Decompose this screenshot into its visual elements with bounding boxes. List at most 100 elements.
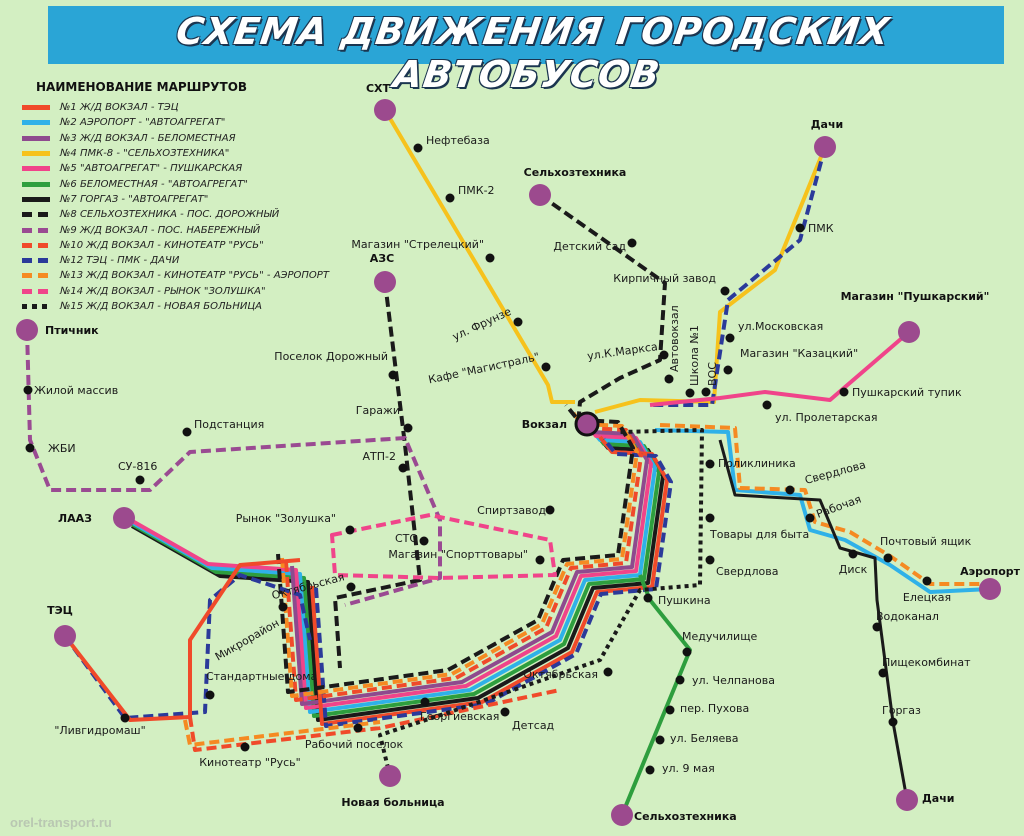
stop-dot[interactable] <box>135 475 145 485</box>
stop-dot[interactable] <box>627 238 637 248</box>
stop-dot[interactable] <box>922 576 932 586</box>
terminal-icon[interactable] <box>898 321 920 343</box>
terminal-icon[interactable] <box>16 319 38 341</box>
stop-dot[interactable] <box>346 582 356 592</box>
stop-dot[interactable] <box>445 193 455 203</box>
terminal-label: Вокзал <box>522 418 567 431</box>
terminal-label: Сельхозтехника <box>524 166 627 179</box>
route-swatch <box>22 212 50 218</box>
route-line <box>310 435 669 726</box>
stop-label: Почтовый ящик <box>880 535 972 548</box>
route-line <box>63 558 301 722</box>
terminal-label: Птичник <box>45 324 99 337</box>
route-line <box>649 330 911 407</box>
terminal-icon[interactable] <box>896 789 918 811</box>
legend-item: №7 ГОРГАЗ - "АВТОАГРЕГАТ" <box>22 192 322 207</box>
legend-item: №12 ТЭЦ - ПМК - ДАЧИ <box>22 253 322 268</box>
stop-dot[interactable] <box>785 485 795 495</box>
terminal-icon[interactable] <box>379 765 401 787</box>
stop-dot[interactable] <box>513 317 523 327</box>
stop-dot[interactable] <box>888 717 898 727</box>
stop-dot[interactable] <box>420 697 430 707</box>
terminal-icon[interactable] <box>374 271 396 293</box>
legend-label: №12 ТЭЦ - ПМК - ДАЧИ <box>60 255 180 267</box>
legend-label: №2 АЭРОПОРТ - "АВТОАГРЕГАТ" <box>60 117 226 129</box>
route-line <box>280 407 639 698</box>
stop-dot[interactable] <box>535 555 545 565</box>
stop-dot[interactable] <box>659 350 669 360</box>
stop-dot[interactable] <box>839 387 849 397</box>
stop-dot[interactable] <box>205 690 215 700</box>
stop-dot[interactable] <box>705 459 715 469</box>
stop-dot[interactable] <box>705 555 715 565</box>
stop-label: Поселок Дорожный <box>274 350 388 363</box>
stop-label: Магазин "Стрелецкий" <box>351 238 484 251</box>
stop-dot[interactable] <box>278 602 288 612</box>
stop-dot[interactable] <box>701 387 711 397</box>
stop-label: Микрорайон <box>213 616 282 663</box>
legend-label: №6 БЕЛОМЕСТНАЯ - "АВТОАГРЕГАТ" <box>60 178 248 190</box>
stop-dot[interactable] <box>403 423 413 433</box>
legend-item: №5 "АВТОАГРЕГАТ" - ПУШКАРСКАЯ <box>22 161 322 176</box>
stop-dot[interactable] <box>665 705 675 715</box>
stop-dot[interactable] <box>541 362 551 372</box>
stop-dot[interactable] <box>500 707 510 717</box>
stop-dot[interactable] <box>723 365 733 375</box>
terminal-icon[interactable] <box>814 136 836 158</box>
stop-dot[interactable] <box>655 735 665 745</box>
routes-layer <box>25 108 991 816</box>
terminal-icon[interactable] <box>54 625 76 647</box>
route-line <box>284 411 643 702</box>
stop-dot[interactable] <box>664 374 674 384</box>
stop-dot[interactable] <box>345 525 355 535</box>
legend-item: №2 АЭРОПОРТ - "АВТОАГРЕГАТ" <box>22 115 322 130</box>
stop-dot[interactable] <box>878 668 888 678</box>
stop-dot[interactable] <box>353 723 363 733</box>
stop-dot[interactable] <box>872 622 882 632</box>
stop-dot[interactable] <box>762 400 772 410</box>
terminal-icon[interactable] <box>529 184 551 206</box>
legend-item: №6 БЕЛОМЕСТНАЯ - "АВТОАГРЕГАТ" <box>22 176 322 191</box>
terminal-icon[interactable] <box>979 578 1001 600</box>
stop-label: СТО <box>395 532 418 545</box>
stop-label: Школа №1 <box>688 325 701 386</box>
stop-dot[interactable] <box>120 713 130 723</box>
stop-label: Магазин "Казацкий" <box>740 347 858 360</box>
stop-dot[interactable] <box>419 536 429 546</box>
route-line <box>718 439 909 801</box>
stop-dot[interactable] <box>675 675 685 685</box>
terminal-icon[interactable] <box>113 507 135 529</box>
stop-label: ул. 9 мая <box>662 762 715 775</box>
stop-dot[interactable] <box>805 513 815 523</box>
stop-dot[interactable] <box>685 388 695 398</box>
stop-dot[interactable] <box>603 667 613 677</box>
stop-dot[interactable] <box>643 593 653 603</box>
stop-dot[interactable] <box>23 385 33 395</box>
route-line <box>378 428 704 777</box>
terminal-label: АЗС <box>370 252 394 265</box>
stop-dot[interactable] <box>720 286 730 296</box>
stop-dot[interactable] <box>388 370 398 380</box>
stop-label: Спиртзавод <box>477 504 546 517</box>
stop-dot[interactable] <box>182 427 192 437</box>
stop-dot[interactable] <box>25 443 35 453</box>
stop-dot[interactable] <box>485 253 495 263</box>
terminal-icon[interactable] <box>374 99 396 121</box>
terminal-label: ЛААЗ <box>58 512 92 525</box>
stop-dot[interactable] <box>682 647 692 657</box>
stop-dot[interactable] <box>705 513 715 523</box>
stop-dot[interactable] <box>240 742 250 752</box>
stop-dot[interactable] <box>848 549 858 559</box>
station-icon[interactable] <box>574 411 600 437</box>
stop-dot[interactable] <box>398 463 408 473</box>
stop-dot[interactable] <box>725 333 735 343</box>
stop-dot[interactable] <box>883 553 893 563</box>
stop-dot[interactable] <box>413 143 423 153</box>
stop-dot[interactable] <box>545 505 555 515</box>
route-line <box>594 146 827 414</box>
stop-dot[interactable] <box>795 223 805 233</box>
stop-dot[interactable] <box>645 765 655 775</box>
terminal-icon[interactable] <box>611 804 633 826</box>
terminal-label: Аэропорт <box>960 565 1020 578</box>
stop-label: ВОС <box>706 362 719 386</box>
